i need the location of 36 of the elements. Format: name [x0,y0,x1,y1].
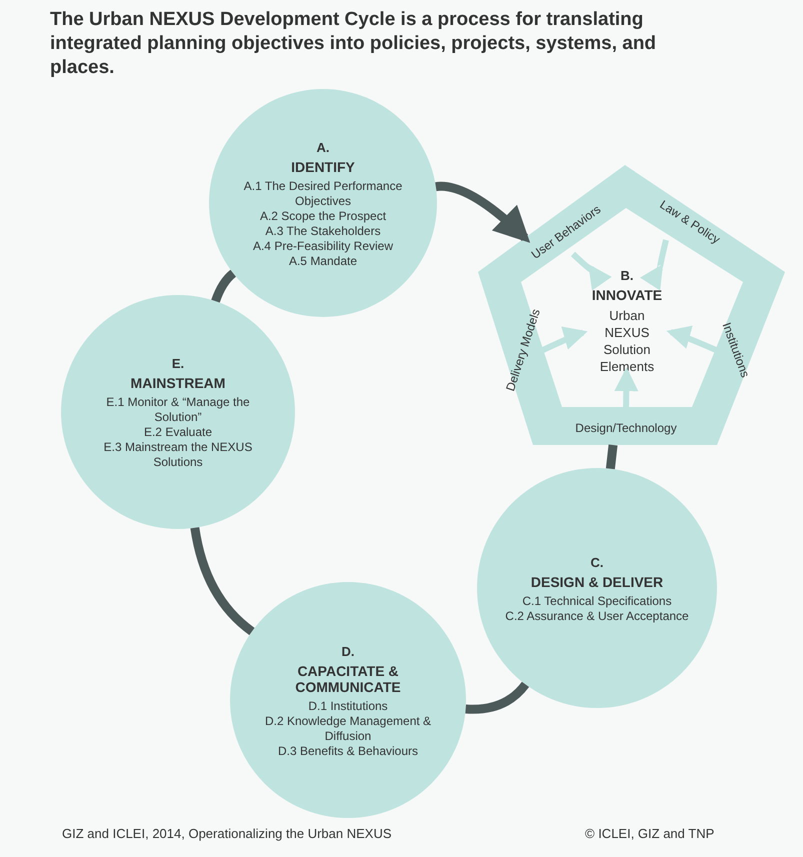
stage-item: D.3 Benefits & Behaviours [278,744,418,758]
stage-item: Urban NEXUS Solution Elements [598,306,656,374]
arrow [666,326,718,353]
connector-line [211,270,236,303]
stage-letter: D. [342,644,354,658]
band-label: Design/Technology [575,421,677,435]
stage-item: A.5 Mandate [288,254,358,268]
stage-item: E.2 Evaluate [144,425,212,440]
connector-line [606,444,618,470]
stage-item: E.3 Mainstream the NEXUS Solutions [102,440,254,470]
stage-item: C.1 Technical Specifications [522,594,672,608]
stage-title: IDENTIFY [291,158,355,174]
connector-line [190,527,255,636]
stage-item: C.2 Assurance & User Acceptance [505,608,689,624]
arrow [638,239,669,290]
stage-item: A.3 The Stakeholders [265,224,381,238]
stage-title: INNOVATE [592,286,662,302]
stage-item: A.4 Pre-Feasibility Review [252,238,394,254]
arrow [436,182,530,243]
stage-title: MAINSTREAM [130,375,226,391]
title: The Urban NEXUS Development Cycle is a process for translating integrated planning objectives into policies, projects, systems, and places. [50,8,658,80]
stage-letter: E. [172,356,184,371]
stage-item: D.2 Knowledge Management & Diffusion [264,714,432,744]
stage-letter: A. [316,140,330,154]
stage-letter: C. [590,554,604,570]
copyright-note: © ICLEI, GIZ and TNP [585,826,714,841]
stage-item: A.2 Scope the Prospect [260,208,386,224]
stage-item: E.1 Monitor & “Manage the Solution” [105,395,251,425]
stage-letter: B. [620,268,634,282]
arrow [570,252,612,291]
stage-item: D.1 Institutions [308,698,388,714]
source-note: GIZ and ICLEI, 2014, Operationalizing the Urban NEXUS [62,826,392,841]
stage-item: A.1 The Desired Performance Objectives [242,178,404,208]
stage-title: CAPACITATE & COMMUNICATE [294,662,402,694]
connector-line [465,682,529,714]
stage-title: DESIGN & DELIVER [530,574,664,590]
